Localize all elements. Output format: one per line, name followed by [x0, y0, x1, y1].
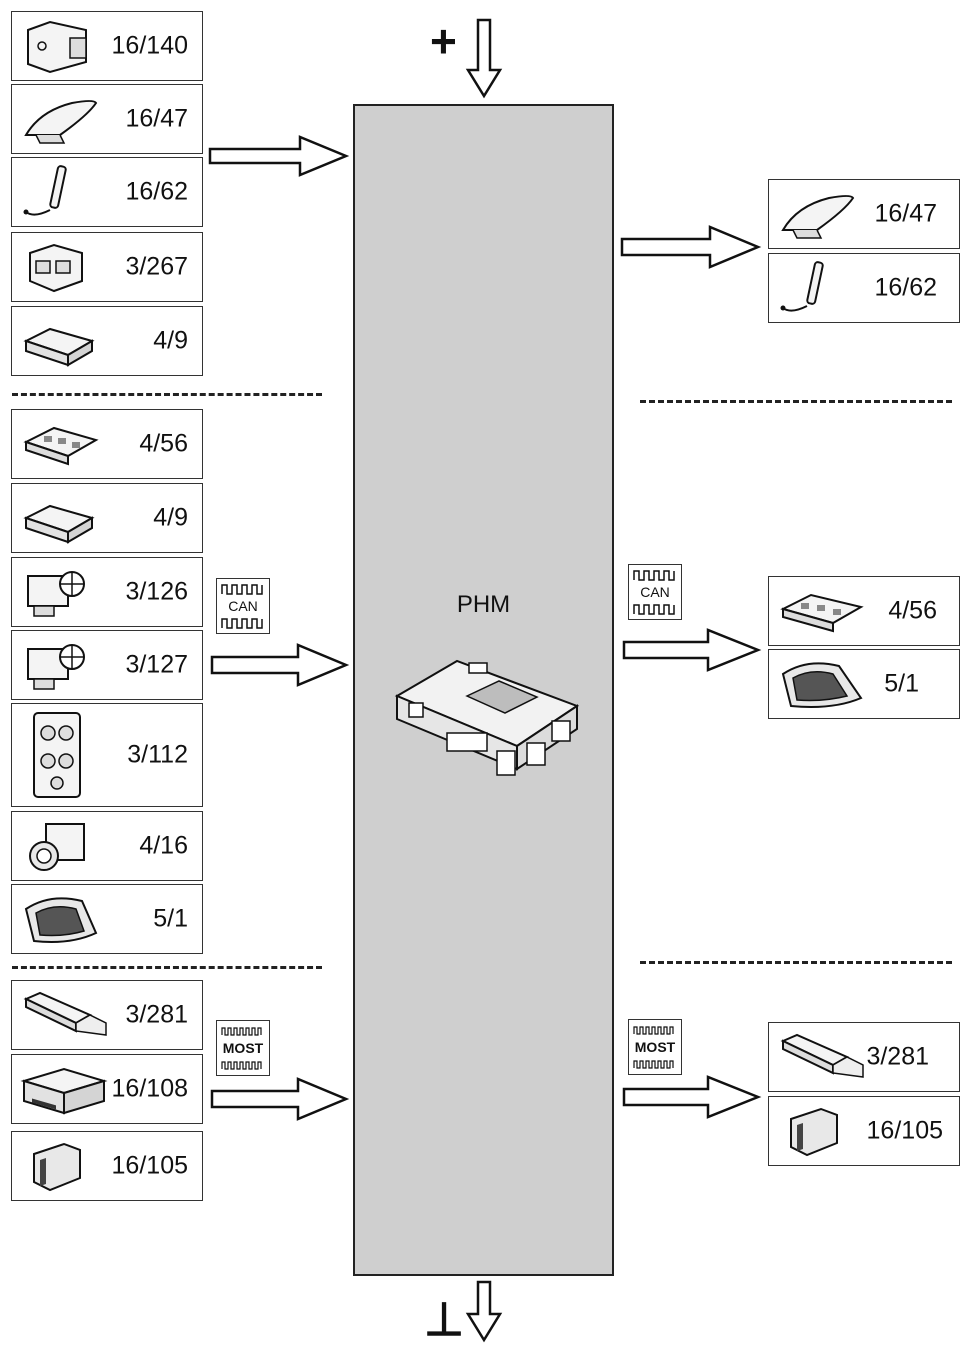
motor-actuator-icon [27, 571, 85, 617]
square-wave-icon [221, 618, 263, 629]
component-number: 16/140 [111, 31, 188, 60]
display-screen-icon [780, 1033, 864, 1078]
ground-symbol: ⊥ [424, 1293, 465, 1345]
component-number: 5/1 [884, 669, 919, 698]
component-number: 3/127 [125, 650, 188, 679]
component-4-56: 4/56 [11, 409, 203, 479]
antenna-fin-icon [24, 100, 98, 144]
component-number: 16/47 [125, 104, 188, 133]
can-bus-badge: CAN [216, 578, 270, 634]
module-box-icon [23, 327, 95, 367]
component-number: 16/105 [111, 1151, 188, 1180]
power-plus-symbol: + [430, 15, 457, 67]
output-arrow-most [622, 1075, 762, 1119]
component-number: 3/126 [125, 577, 188, 606]
ground-output-arrow [465, 1280, 503, 1343]
component-16-47: 16/47 [768, 179, 960, 249]
most-bus-badge: MOST [216, 1020, 270, 1076]
group-separator [640, 961, 952, 964]
component-number: 16/62 [125, 177, 188, 206]
power-input-arrow [465, 18, 503, 99]
phm-label: PHM [456, 591, 511, 618]
component-number: 4/9 [153, 326, 188, 355]
media-drive-icon [20, 1067, 108, 1115]
control-unit-icon [27, 20, 87, 74]
component-number: 16/108 [111, 1074, 188, 1103]
group-separator [640, 400, 952, 403]
input-arrow-group1 [208, 135, 350, 177]
can-label: CAN [228, 598, 258, 614]
most-label: MOST [634, 1039, 676, 1055]
wave-icon [633, 1026, 674, 1035]
component-number: 16/47 [874, 199, 937, 228]
component-number: 5/1 [153, 904, 188, 933]
phm-module-icon [394, 659, 580, 776]
component-16-62: 16/62 [768, 253, 960, 323]
wave-icon [221, 1027, 262, 1036]
rod-antenna-icon [780, 261, 824, 312]
component-4-9: 4/9 [11, 483, 203, 553]
component-16-105: 16/105 [768, 1096, 960, 1166]
relay-board-icon [23, 426, 99, 466]
component-5-1: 5/1 [11, 884, 203, 954]
component-number: 4/56 [888, 596, 937, 625]
wave-icon [633, 1060, 674, 1069]
component-4-9: 4/9 [11, 306, 203, 376]
component-16-140: 16/140 [11, 11, 203, 81]
component-3-281: 3/281 [11, 980, 203, 1050]
output-arrow-group1 [620, 225, 762, 269]
component-number: 3/112 [127, 740, 188, 769]
component-16-47: 16/47 [11, 84, 203, 154]
component-16-108: 16/108 [11, 1054, 203, 1124]
camera-unit-icon [29, 823, 85, 871]
component-number: 4/9 [153, 503, 188, 532]
switch-unit-icon [29, 243, 83, 293]
group-separator [12, 393, 322, 396]
instrument-cluster-icon [781, 662, 863, 708]
phm-module-block: PHM [353, 104, 614, 1276]
component-3-267: 3/267 [11, 232, 203, 302]
component-number: 16/62 [874, 273, 937, 302]
component-5-1: 5/1 [768, 649, 960, 719]
square-wave-icon [221, 584, 263, 595]
component-3-127: 3/127 [11, 630, 203, 700]
amplifier-module-icon [790, 1107, 838, 1157]
wave-icon [221, 1061, 262, 1070]
component-16-105: 16/105 [11, 1131, 203, 1201]
component-number: 3/281 [125, 1000, 188, 1029]
square-wave-icon [633, 570, 675, 581]
square-wave-icon [633, 604, 675, 615]
input-arrow-can [210, 643, 350, 687]
motor-actuator-icon [27, 644, 85, 690]
antenna-fin-icon [781, 195, 855, 239]
component-3-281: 3/281 [768, 1022, 960, 1092]
display-screen-icon [23, 991, 107, 1036]
component-number: 16/105 [866, 1116, 943, 1145]
switch-panel-icon [33, 712, 81, 798]
group-separator [12, 966, 322, 969]
component-16-62: 16/62 [11, 157, 203, 227]
component-3-112: 3/112 [11, 703, 203, 807]
can-label: CAN [640, 584, 670, 600]
most-label: MOST [222, 1040, 264, 1056]
component-number: 3/281 [866, 1042, 929, 1071]
component-number: 4/56 [139, 429, 188, 458]
amplifier-module-icon [33, 1142, 81, 1192]
most-bus-badge: MOST [628, 1019, 682, 1075]
component-4-56: 4/56 [768, 576, 960, 646]
component-3-126: 3/126 [11, 557, 203, 627]
can-bus-badge: CAN [628, 564, 682, 620]
output-arrow-can [622, 628, 762, 672]
module-box-icon [23, 504, 95, 544]
component-number: 4/16 [139, 831, 188, 860]
rod-antenna-icon [23, 165, 67, 216]
relay-board-icon [780, 593, 864, 633]
instrument-cluster-icon [24, 897, 98, 943]
component-number: 3/267 [125, 252, 188, 281]
component-4-16: 4/16 [11, 811, 203, 881]
input-arrow-most [210, 1077, 350, 1121]
